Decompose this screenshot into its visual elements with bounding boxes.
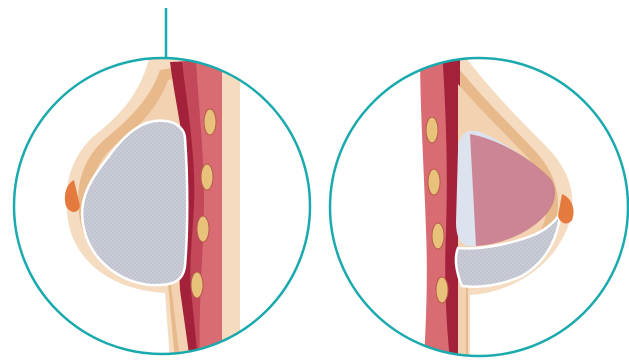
left-rib-4: [191, 272, 203, 298]
right-rib-3: [432, 223, 444, 249]
left-panel-subglandular: [65, 40, 240, 361]
left-rib-2: [201, 164, 213, 190]
left-rib-1: [204, 109, 216, 135]
right-rib-4: [436, 277, 448, 303]
left-rib-3: [197, 216, 209, 242]
right-rib-2: [428, 169, 440, 195]
right-panel-submuscular: [420, 50, 574, 361]
right-rib-1: [426, 117, 438, 143]
